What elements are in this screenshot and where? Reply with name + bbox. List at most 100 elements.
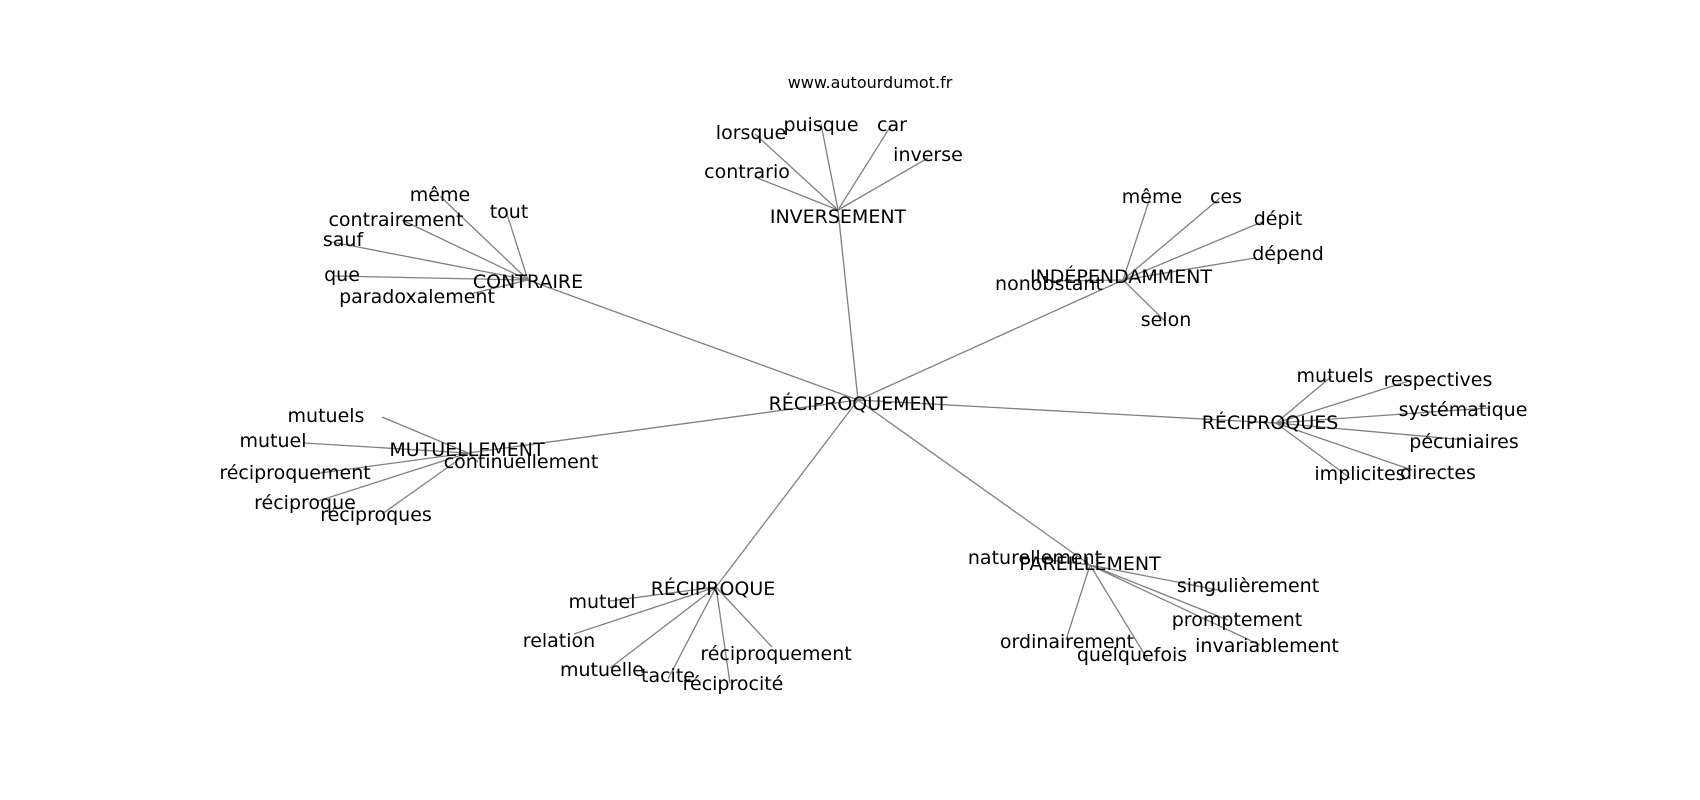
leaf-pareillement-2[interactable]: promptement bbox=[1172, 609, 1302, 631]
edge-mutuellement-0 bbox=[381, 416, 469, 454]
leaf-pareillement-1[interactable]: singulièrement bbox=[1177, 575, 1319, 597]
leaf-contraire-1[interactable]: tout bbox=[490, 201, 529, 223]
graph-edges bbox=[303, 123, 1489, 684]
hub-reciproque[interactable]: RÉCIPROQUE bbox=[651, 577, 776, 600]
leaf-independamment-1[interactable]: ces bbox=[1210, 186, 1242, 208]
edge-pareillement-4 bbox=[1089, 564, 1149, 661]
leaf-independamment-3[interactable]: dépend bbox=[1252, 243, 1324, 265]
edge-mutuellement-3 bbox=[317, 452, 469, 502]
edge-pareillement-2 bbox=[1089, 564, 1229, 621]
leaf-pareillement-0[interactable]: naturellement bbox=[968, 547, 1102, 569]
edge-independamment-2 bbox=[1122, 221, 1263, 281]
leaf-mutuellement-3[interactable]: réciproque bbox=[254, 492, 356, 514]
leaf-reciproques-4[interactable]: implicites bbox=[1314, 463, 1405, 485]
leaf-inversement-3[interactable]: inverse bbox=[893, 144, 963, 166]
edge-independamment-3 bbox=[1122, 257, 1256, 281]
leaf-independamment-4[interactable]: nonobstant bbox=[995, 273, 1103, 295]
leaf-mutuellement-5[interactable]: continuellement bbox=[444, 451, 599, 473]
edge-contraire-5 bbox=[469, 279, 529, 295]
site-watermark: www.autourdumot.fr bbox=[788, 73, 953, 92]
leaf-reciproques-5[interactable]: directes bbox=[1400, 462, 1476, 484]
edge-reciproque-0 bbox=[609, 586, 717, 602]
leaf-reciproque-1[interactable]: relation bbox=[523, 630, 595, 652]
leaf-mutuellement-2[interactable]: réciproquement bbox=[219, 462, 370, 484]
leaf-mutuellement-0[interactable]: mutuels bbox=[288, 405, 365, 427]
center-node[interactable]: RÉCIPROQUEMENT bbox=[769, 392, 948, 415]
leaf-pareillement-5[interactable]: ordinairement bbox=[1000, 631, 1134, 653]
leaf-reciproques-2[interactable]: systématique bbox=[1399, 399, 1528, 421]
edge-pareillement-3 bbox=[1089, 564, 1261, 646]
edge-contraire-0 bbox=[439, 195, 529, 281]
leaf-inversement-0[interactable]: lorsque bbox=[716, 122, 786, 144]
edge-pareillement-5 bbox=[1065, 564, 1091, 641]
edge-inversement-3 bbox=[837, 157, 929, 211]
edge-inversement-1 bbox=[820, 123, 839, 211]
hub-inversement[interactable]: INVERSEMENT bbox=[770, 206, 907, 228]
edge-reciproques-1 bbox=[1275, 379, 1413, 424]
leaf-independamment-0[interactable]: même bbox=[1122, 186, 1182, 208]
hub-pareillement[interactable]: PAREILLEMENT bbox=[1019, 553, 1161, 575]
edge-mutuellement-2 bbox=[319, 452, 469, 474]
edge-reciproques-0 bbox=[1275, 375, 1333, 424]
edge-independamment-4 bbox=[1049, 279, 1124, 282]
edge-reciproque-5 bbox=[715, 586, 773, 648]
leaf-pareillement-3[interactable]: invariablement bbox=[1195, 635, 1339, 657]
leaf-reciproque-3[interactable]: tacite bbox=[641, 665, 695, 687]
leaf-inversement-1[interactable]: puisque bbox=[783, 114, 858, 136]
edge-mutuellement-4 bbox=[381, 452, 469, 515]
hub-reciproques[interactable]: RÉCIPROQUES bbox=[1202, 411, 1339, 434]
edge-reciproques-4 bbox=[1275, 422, 1351, 479]
edge-independamment-1 bbox=[1122, 197, 1221, 281]
edge-independamment-5 bbox=[1122, 279, 1166, 322]
edge-reciproque-3 bbox=[667, 586, 717, 680]
edge-center-reciproque bbox=[715, 399, 859, 588]
edge-reciproques-5 bbox=[1275, 422, 1413, 471]
leaf-reciproque-0[interactable]: mutuel bbox=[568, 591, 635, 613]
leaf-inversement-4[interactable]: contrario bbox=[704, 161, 790, 183]
leaf-reciproque-2[interactable]: mutuelle bbox=[560, 659, 644, 681]
edge-center-independamment bbox=[857, 279, 1124, 401]
edge-center-pareillement bbox=[857, 399, 1091, 566]
leaf-reciproques-0[interactable]: mutuels bbox=[1297, 365, 1374, 387]
edge-center-inversement bbox=[837, 209, 859, 401]
hub-mutuellement[interactable]: MUTUELLEMENT bbox=[389, 439, 545, 461]
leaf-contraire-0[interactable]: même bbox=[410, 184, 470, 206]
leaf-independamment-2[interactable]: dépit bbox=[1254, 208, 1303, 230]
leaf-reciproques-3[interactable]: pécuniaires bbox=[1409, 431, 1518, 453]
edge-independamment-0 bbox=[1122, 197, 1151, 281]
edge-mutuellement-1 bbox=[303, 442, 469, 454]
edge-pareillement-0 bbox=[1034, 557, 1091, 566]
leaf-reciproque-4[interactable]: réciprocité bbox=[683, 673, 784, 695]
edge-contraire-3 bbox=[331, 241, 529, 281]
leaf-mutuellement-4[interactable]: réciproques bbox=[320, 504, 432, 526]
leaf-contraire-3[interactable]: sauf bbox=[323, 229, 365, 251]
edge-center-mutuellement bbox=[467, 399, 859, 454]
edge-contraire-2 bbox=[401, 219, 529, 281]
edge-inversement-4 bbox=[754, 176, 839, 211]
leaf-contraire-5[interactable]: paradoxalement bbox=[339, 286, 495, 308]
leaf-mutuellement-1[interactable]: mutuel bbox=[239, 430, 306, 452]
edge-reciproque-2 bbox=[609, 586, 717, 669]
leaf-pareillement-4[interactable]: quelquefois bbox=[1077, 644, 1187, 666]
hub-contraire[interactable]: CONTRAIRE bbox=[473, 271, 583, 293]
edge-mutuellement-5 bbox=[467, 452, 479, 463]
edge-reciproques-3 bbox=[1275, 422, 1467, 441]
edge-contraire-4 bbox=[332, 275, 529, 281]
hub-independamment[interactable]: INDÉPENDAMMENT bbox=[1030, 265, 1212, 288]
edge-reciproques-2 bbox=[1275, 407, 1489, 424]
edge-contraire-1 bbox=[505, 210, 529, 281]
leaf-contraire-4[interactable]: que bbox=[324, 264, 360, 286]
edge-pareillement-1 bbox=[1089, 564, 1219, 591]
leaf-reciproques-1[interactable]: respectives bbox=[1384, 369, 1493, 391]
edge-reciproque-4 bbox=[715, 586, 731, 684]
edge-center-contraire bbox=[527, 279, 859, 401]
leaf-independamment-5[interactable]: selon bbox=[1141, 309, 1192, 331]
edge-reciproque-1 bbox=[573, 586, 717, 635]
edge-inversement-2 bbox=[837, 123, 893, 211]
edge-center-reciproques bbox=[857, 399, 1277, 424]
leaf-contraire-2[interactable]: contrairement bbox=[328, 209, 463, 231]
leaf-reciproque-5[interactable]: réciproquement bbox=[700, 643, 851, 665]
leaf-inversement-2[interactable]: car bbox=[877, 114, 907, 136]
